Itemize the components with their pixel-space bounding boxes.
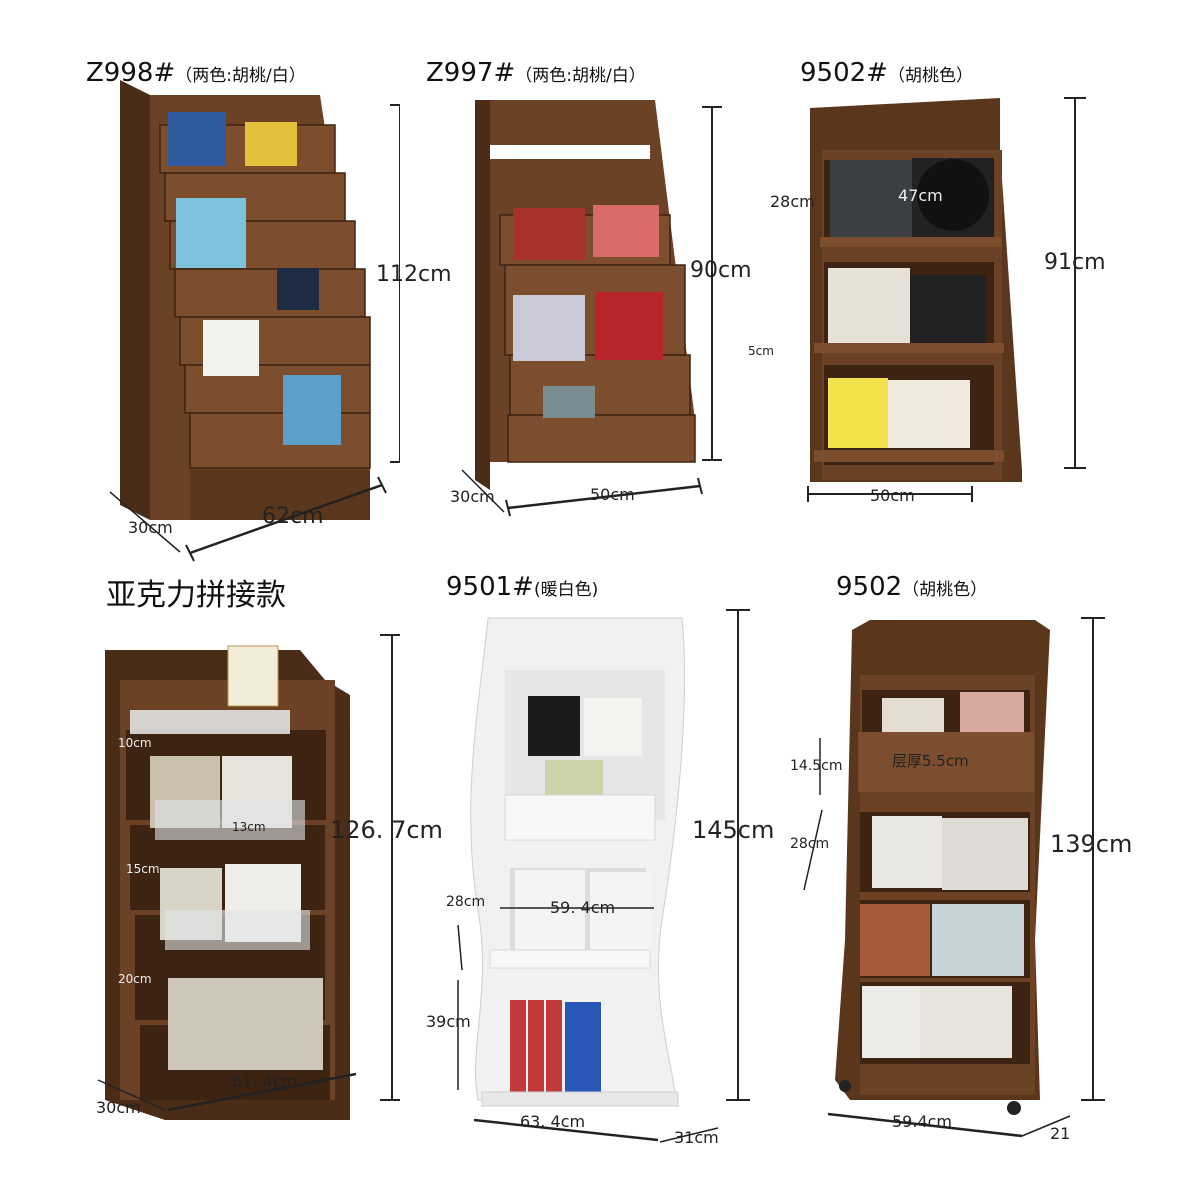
top-gap-dimension: 14.5cm (790, 758, 843, 774)
width-dimension: 61. 4cm (232, 1072, 298, 1091)
width-dimension: 50cm (590, 485, 635, 504)
lip-dimension: 5cm (748, 344, 774, 358)
9501-rack-illustration (457, 609, 750, 1143)
height-dimension: 139cm (1050, 830, 1133, 858)
product-z998: Z998#（两色:胡桃/白） 112cm 62cm 30cm (0, 0, 452, 580)
product-9502-tall: 9502（胡桃色） 139cm 59.4cm 21 14.5cm 28cm 层厚… (790, 572, 1200, 1160)
tier3-dimension: 15cm (126, 862, 160, 876)
inner-width-dimension: 59. 4cm (550, 898, 616, 917)
depth-dimension: 30cm (96, 1098, 141, 1117)
depth-dimension: 30cm (128, 518, 173, 537)
product-code: 9502 (836, 572, 903, 602)
product-code: Z997# (426, 58, 516, 88)
product-z997: Z997#（两色:胡桃/白） 90cm 50cm 30cm (400, 0, 800, 580)
product-9501: 9501#(暖白色) 145cm 63. 4cm 31cm 28cm 59. 4… (400, 572, 800, 1160)
height-dimension: 126. 7cm (330, 816, 443, 844)
9502-tall-rack-illustration (803, 617, 1105, 1138)
product-title: 9502#（胡桃色） (800, 58, 973, 88)
product-title: Z997#（两色:胡桃/白） (426, 58, 646, 88)
product-code: 亚克力拼接款 (106, 578, 286, 613)
tier2-dimension: 13cm (232, 820, 266, 834)
product-title: 9501#(暖白色) (446, 572, 598, 602)
width-dimension: 50cm (870, 486, 915, 505)
z998-rack-illustration (109, 80, 400, 562)
shelf-gap-dimension: 28cm (446, 894, 486, 910)
depth-dimension: 21 (1050, 1124, 1071, 1143)
width-dimension: 59.4cm (892, 1112, 953, 1131)
product-title: Z998#（两色:胡桃/白） (86, 58, 306, 88)
depth-dimension: 31cm (674, 1128, 719, 1147)
shelf-gap-dimension: 28cm (790, 836, 830, 852)
product-9502-small: 9502#（胡桃色） 91cm 50cm 28cm 47cm 5cm (748, 0, 1200, 580)
z997-rack-illustration (461, 100, 722, 517)
thickness-label: 层厚5.5cm (892, 752, 969, 770)
product-title: 9502（胡桃色） (836, 572, 987, 602)
product-title: 亚克力拼接款 (106, 570, 286, 614)
shelf-gap-dimension: 28cm (770, 192, 815, 211)
bottom-dimension: 39cm (426, 1012, 471, 1031)
width-dimension: 62cm (262, 504, 324, 529)
product-color-note: (暖白色) (533, 580, 599, 600)
height-dimension: 91cm (1044, 250, 1106, 275)
tier4-dimension: 20cm (118, 972, 152, 986)
product-code: Z998# (86, 58, 176, 88)
product-acrylic: 亚克力拼接款 126. 7cm 61. 4cm 30cm 10cm 13cm 1… (0, 578, 443, 1160)
tier1-dimension: 10cm (118, 736, 152, 750)
width-dimension: 63. 4cm (520, 1112, 586, 1131)
product-color-note: （胡桃色） (902, 580, 988, 600)
9502-small-rack-illustration (807, 97, 1086, 502)
height-dimension: 90cm (690, 258, 752, 283)
inner-width-dimension: 47cm (898, 186, 943, 205)
product-color-note: （两色:胡桃/白） (515, 66, 646, 86)
product-color-note: （两色:胡桃/白） (175, 66, 306, 86)
height-dimension: 112cm (376, 262, 452, 287)
product-code: 9502# (800, 58, 888, 88)
acrylic-rack-illustration (97, 634, 400, 1120)
height-dimension: 145cm (692, 816, 775, 844)
depth-dimension: 30cm (450, 487, 495, 506)
product-code: 9501# (446, 572, 534, 602)
product-color-note: （胡桃色） (887, 66, 973, 86)
